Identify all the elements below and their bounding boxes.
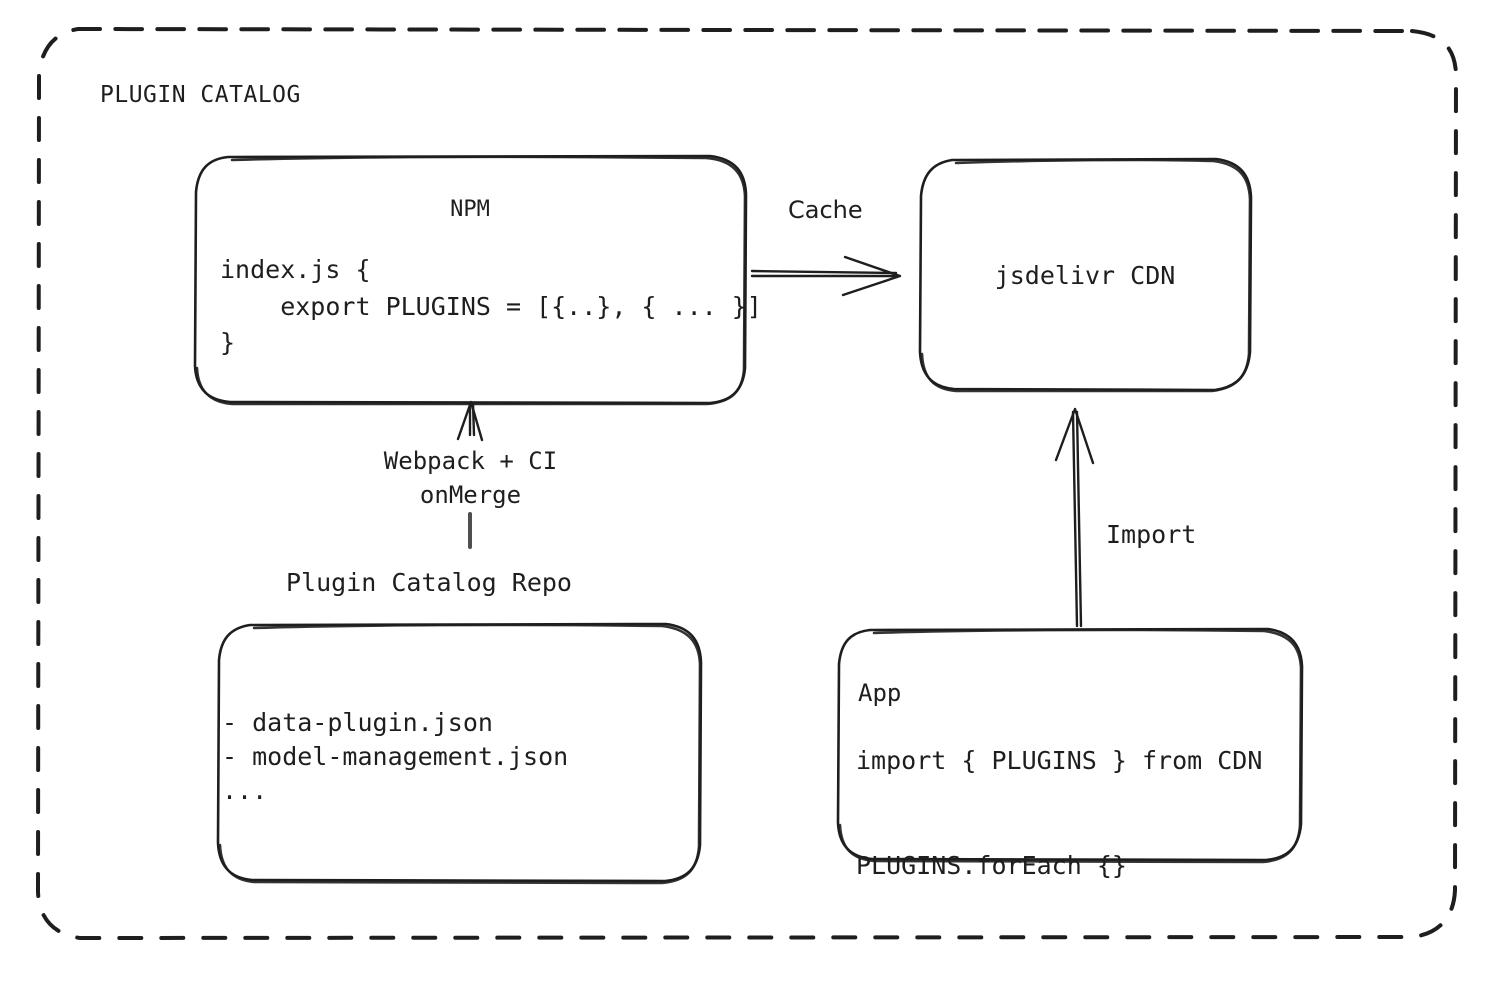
npm-box (193, 154, 748, 406)
app-node-code: import { PLUGINS } from CDN PLUGINS.forE… (856, 746, 1263, 880)
cdn-box (918, 157, 1253, 393)
plugin-catalog-frame (36, 27, 1458, 940)
app-box (836, 627, 1304, 864)
frame-title: PLUGIN CATALOG (100, 82, 301, 108)
repo-node-files: - data-plugin.json - model-management.js… (222, 708, 569, 805)
edge-label-webpack-ci-onmerge: Webpack + CI onMerge (383, 447, 558, 510)
edge-repo-to-npm (456, 400, 484, 549)
npm-node-title: NPM (450, 197, 490, 222)
npm-node-code: index.js { export PLUGINS = [{..}, { ...… (220, 255, 762, 357)
app-node-title: App (858, 679, 902, 707)
repo-node-caption: Plugin Catalog Repo (286, 568, 572, 597)
edge-label-import: Import (1106, 520, 1197, 549)
edge-npm-to-cdn (750, 255, 902, 297)
cdn-node-title: jsdelivr CDN (994, 261, 1176, 290)
repo-box (216, 622, 703, 885)
edge-label-cache: Cache (788, 196, 863, 224)
edge-app-to-cdn (1054, 407, 1095, 628)
